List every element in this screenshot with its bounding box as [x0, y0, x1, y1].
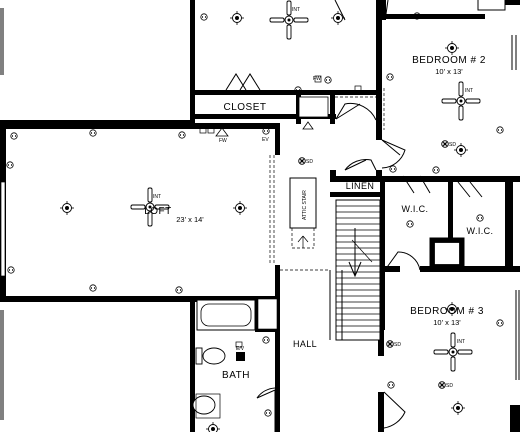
bedroom-3-label: BEDROOM # 3 [410, 306, 484, 317]
light-fixture-icon [450, 400, 466, 416]
outlet-icon [262, 336, 270, 344]
room-labels: BEDROOM # 2 10' x 13' CLOSET LOFT 23' x … [144, 55, 493, 381]
switches [199, 75, 362, 348]
bedroom-2-dim: 10' x 13' [435, 67, 463, 76]
fan-annotation: INT [457, 339, 465, 345]
outlet-icon [178, 131, 186, 139]
smoke-detector-icon [298, 157, 306, 165]
left-windows [0, 0, 6, 420]
light-fixture-icon [232, 200, 248, 216]
fan-annotation: INT [153, 194, 161, 200]
smoke-annotation: SD [306, 159, 313, 165]
outlet-icon [7, 266, 15, 274]
panel-annotation: EV [262, 137, 269, 143]
light-fixture-icon [330, 10, 346, 26]
smoke-detector-icon [438, 381, 446, 389]
light-fixture-icon [444, 40, 460, 56]
wic-right-label: W.I.C. [467, 226, 494, 236]
outlet-icon [476, 214, 484, 222]
fw-annotation: FW [313, 76, 321, 82]
outlet-icon [387, 381, 395, 389]
outlet-icon [386, 73, 394, 81]
light-fixture-icon [205, 421, 221, 432]
hall-label: HALL [293, 339, 317, 349]
ceiling-fan-icon [441, 81, 481, 121]
ceiling-fan-icon [433, 332, 473, 372]
loft-dim: 23' x 14' [176, 215, 204, 224]
wall-cutouts [257, 96, 460, 330]
outlet-icon [264, 409, 272, 417]
symbol-annotations: INT INT INT INT E/V SD SD SD SD EV FW FW [153, 7, 473, 389]
bedroom-3-dim: 10' x 13' [433, 318, 461, 327]
outlet-icon [496, 126, 504, 134]
outlet-icon [324, 76, 332, 84]
ceiling-fan-icon [269, 0, 309, 40]
light-fixture-icon [453, 142, 469, 158]
attic-stair-label: ATTIC STAIR [302, 190, 308, 220]
outlet-icon [432, 166, 440, 174]
smoke-annotation: SD [394, 342, 401, 348]
doors [225, 0, 483, 432]
light-fixture-icon [59, 200, 75, 216]
outlet-icon [89, 284, 97, 292]
closet-label: CLOSET [223, 102, 266, 113]
outlet-icon [496, 319, 504, 327]
outlet-icon [89, 129, 97, 137]
bath-label: BATH [222, 370, 250, 381]
outlets [6, 12, 504, 417]
fan-annotation: INT [465, 88, 473, 94]
top-right-frame [477, 0, 520, 380]
outlet-icon [6, 161, 14, 169]
light-fixture-icon [229, 10, 245, 26]
outlet-icon [175, 286, 183, 294]
fan-annotation: INT [292, 7, 300, 13]
outlet-icon [200, 13, 208, 21]
smoke-annotation: SD [449, 142, 456, 148]
smoke-annotation: SD [446, 383, 453, 389]
loft-label: LOFT [144, 206, 172, 217]
exhaust-annotation: E/V [236, 346, 245, 352]
attic-stair [289, 177, 317, 249]
linen-label: LINEN [346, 181, 375, 191]
outlet-icon [10, 132, 18, 140]
smoke-detector-icon [441, 140, 449, 148]
outlet-icon [389, 165, 397, 173]
bedroom-2-label: BEDROOM # 2 [412, 55, 486, 66]
bath-fixtures [192, 299, 256, 419]
dashed-lines [280, 88, 385, 271]
outlet-icon [406, 220, 414, 228]
ceiling-lights [59, 10, 469, 432]
stairs [329, 199, 381, 341]
fw-annotation: FW [219, 138, 227, 144]
smoke-detector-icon [386, 340, 394, 348]
wic-left-label: W.I.C. [402, 204, 429, 214]
